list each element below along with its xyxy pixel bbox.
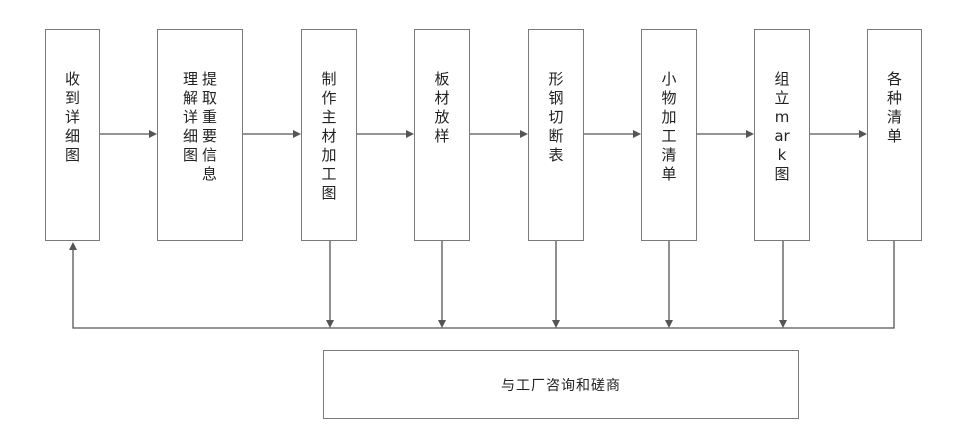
drop-step-7-head <box>779 320 787 328</box>
step-3-label: 制作主材加工图 <box>321 70 337 202</box>
drop-step-3-head <box>326 320 334 328</box>
drop-step-4-head <box>438 320 446 328</box>
step-box-6: 小物加工清单 <box>641 29 697 241</box>
horizontal-arrows <box>100 130 867 138</box>
step-2-label-line-1: 理解详细图 <box>182 70 198 164</box>
feedback-loop <box>69 241 895 329</box>
feedback-line <box>72 241 895 329</box>
step-box-4: 板材放样 <box>414 29 470 241</box>
step-box-3: 制作主材加工图 <box>301 29 357 241</box>
arrowhead-6-7 <box>746 130 754 138</box>
arrowhead-2-3 <box>293 130 301 138</box>
step-7-label: 组立mark图 <box>774 70 790 183</box>
arrowhead-5-6 <box>633 130 641 138</box>
step-4-label: 板材放样 <box>434 70 450 145</box>
step-2-label-line-2: 提取重要信息 <box>201 70 217 183</box>
arrowhead-1-2 <box>149 130 157 138</box>
arrowhead-3-4 <box>406 130 414 138</box>
step-8-label: 各种清单 <box>886 70 902 145</box>
step-box-5: 形钢切断表 <box>528 29 584 241</box>
factory-consultation-label: 与工厂咨询和磋商 <box>501 377 621 394</box>
step-box-2: 理解详细图 提取重要信息 <box>157 29 243 241</box>
step-box-1: 收到详细图 <box>45 29 100 241</box>
step-box-7: 组立mark图 <box>754 29 810 241</box>
step-5-label: 形钢切断表 <box>548 70 564 164</box>
arrowhead-7-8 <box>859 130 867 138</box>
feedback-arrowhead <box>69 242 77 250</box>
drop-step-5-head <box>552 320 560 328</box>
step-6-label: 小物加工清单 <box>661 70 677 183</box>
step-box-8: 各种清单 <box>867 29 922 241</box>
factory-consultation-box: 与工厂咨询和磋商 <box>323 350 799 419</box>
arrowhead-4-5 <box>520 130 528 138</box>
step-1-label: 收到详细图 <box>64 70 80 164</box>
drop-step-6-head <box>665 320 673 328</box>
